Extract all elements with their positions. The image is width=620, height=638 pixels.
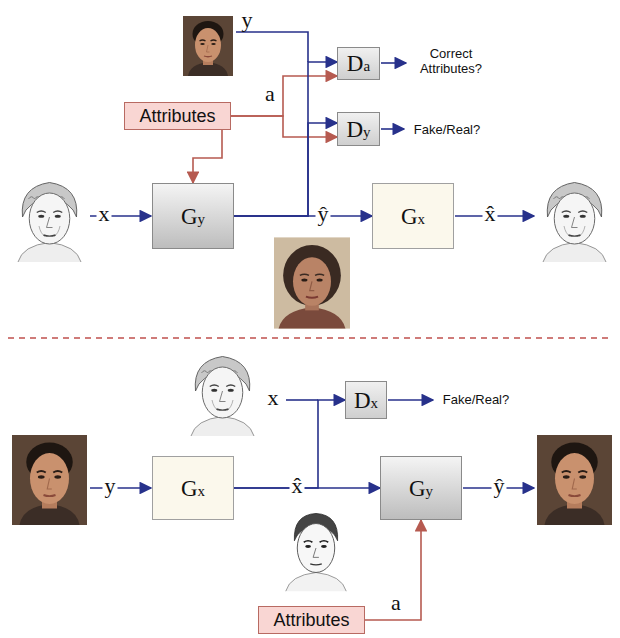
generator-box: Gy <box>380 456 462 520</box>
separator-line <box>8 337 612 338</box>
variable-label: x <box>266 387 281 409</box>
output-wire <box>381 128 404 130</box>
box-text: Gy <box>181 205 205 228</box>
output-note: Fake/Real? <box>414 123 480 138</box>
variable-label: x̂ <box>483 203 498 225</box>
box-text: Dx <box>354 389 378 412</box>
face-sketch <box>12 172 87 262</box>
box-text: Da <box>347 52 370 75</box>
box-text: Gy <box>409 477 433 500</box>
connector-arrow <box>193 130 222 183</box>
box-text: Attributes <box>273 610 349 631</box>
generator-box: Gx <box>152 456 234 520</box>
output-note: Fake/Real? <box>443 393 509 408</box>
discriminator-box: Dy <box>337 112 380 146</box>
discriminator-box: Dx <box>345 381 387 419</box>
box-text: Gx <box>181 477 205 500</box>
input-wire <box>90 487 151 489</box>
face-sketch <box>537 172 612 262</box>
face-sketch <box>280 505 352 591</box>
box-text: Gx <box>401 205 425 228</box>
face-photo <box>537 435 612 525</box>
generator-box: Gx <box>372 183 454 249</box>
face-photo <box>274 237 350 328</box>
variable-label: a <box>263 83 277 105</box>
output-wire <box>388 399 433 401</box>
box-text: Dy <box>346 118 370 141</box>
variable-label: ŷ <box>492 475 507 497</box>
connector-arrow <box>234 215 372 217</box>
output-wire <box>381 62 406 64</box>
output-note: Correct Attributes? <box>407 47 495 77</box>
attributes-box: Attributes <box>124 102 231 130</box>
variable-label: x <box>97 203 112 225</box>
face-sketch <box>185 346 260 436</box>
input-wire <box>236 32 308 62</box>
input-wire <box>286 399 318 401</box>
variable-label: y <box>240 9 255 31</box>
generator-box: Gy <box>152 183 234 249</box>
connector-arrow <box>365 520 421 620</box>
connector-arrow <box>234 62 337 216</box>
variable-label: a <box>389 592 403 614</box>
face-photo <box>183 16 233 76</box>
variable-label: y <box>103 475 118 497</box>
face-photo <box>12 435 87 525</box>
attributes-box: Attributes <box>258 606 365 634</box>
discriminator-box: Da <box>337 47 380 80</box>
edge-label: x̂ <box>290 475 305 497</box>
edge-label: ŷ <box>316 203 331 225</box>
connector-arrow <box>231 116 337 137</box>
connector-arrow <box>231 76 337 116</box>
box-text: Attributes <box>139 106 215 127</box>
